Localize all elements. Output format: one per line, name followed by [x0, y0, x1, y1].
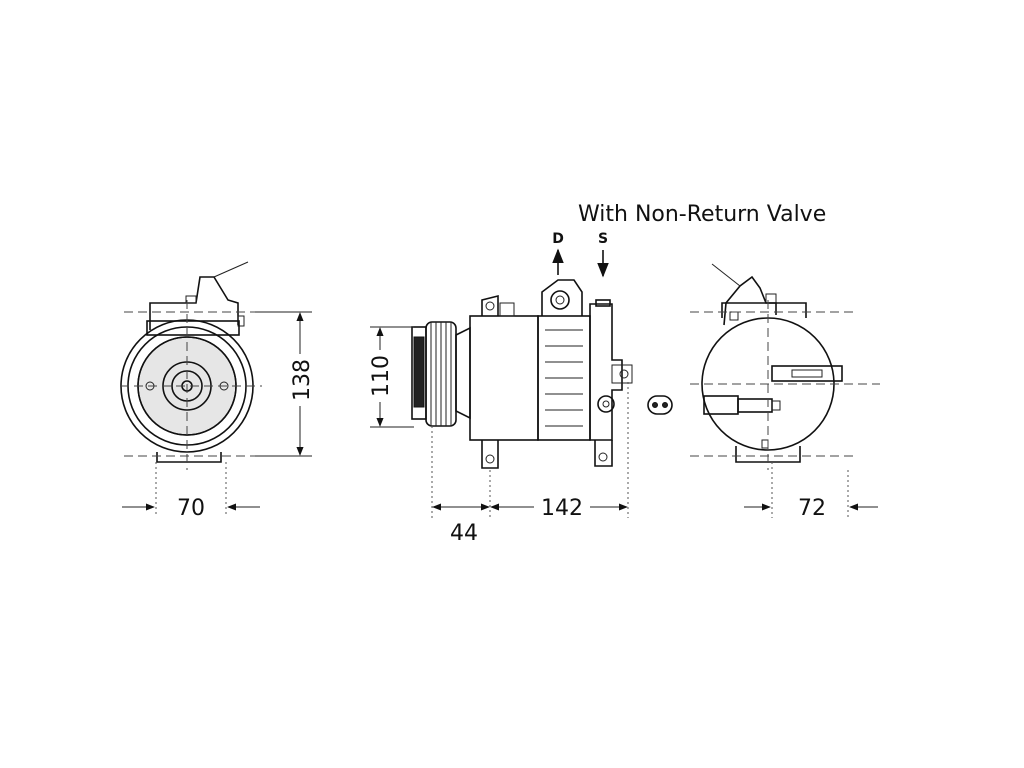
suction-port-label: S [598, 231, 608, 247]
discharge-port-label: D [552, 231, 564, 247]
front-view: 138 70 [120, 261, 315, 521]
rear-view: 72 [690, 263, 880, 521]
dimension-110: 110 [369, 355, 394, 397]
side-view: D S 110 142 44 [369, 231, 673, 546]
dimension-142: 142 [541, 496, 583, 521]
dimension-72: 72 [798, 496, 826, 521]
dimension-44: 44 [450, 521, 478, 546]
non-return-valve-note: With Non-Return Valve [578, 202, 826, 227]
dimension-70: 70 [177, 496, 205, 521]
dimension-138: 138 [290, 359, 315, 401]
